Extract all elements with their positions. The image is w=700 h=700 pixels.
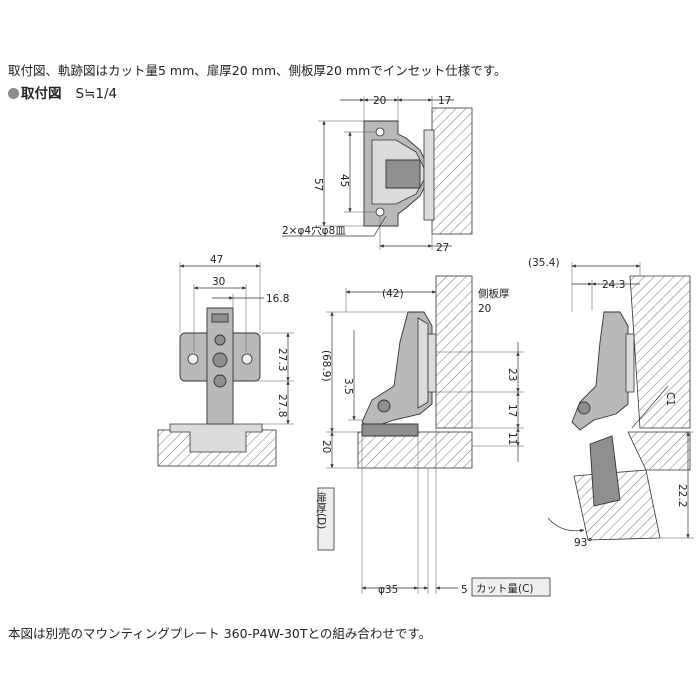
trajectory-side-panel [629,275,691,429]
top-view-holes-note: 2×φ4穴φ8皿 [282,224,346,237]
side-view-dim-20: 20 [320,440,332,453]
trajectory-dim-24-3: 24.3 [602,279,625,291]
trajectory-pivot [577,401,591,415]
front-view-dim-27-8: 27.8 [276,394,288,417]
front-view-dim-47: 47 [210,254,223,266]
front-view-cup-base [169,423,263,453]
scale-label: S≒1/4 [75,86,118,102]
front-view-hole-left [187,353,199,365]
side-view-arm-inner [417,317,429,409]
front-view-dim-30: 30 [212,276,225,288]
side-view: (42) 側板厚 20 (68.9) 3.5 20 23 17 11 [315,275,551,597]
top-view: 20 17 57 45 27 2×φ4穴φ8皿 [282,95,473,254]
side-view-side-panel-label: 側板厚 [478,287,510,300]
top-view-screw-hole-lower [375,207,385,217]
trajectory-dim-35-4: (35.4) [528,257,560,269]
front-view-adjust-screw [214,334,226,346]
bullet-icon [8,88,19,99]
top-view-dim-45: 45 [338,174,350,187]
trajectory-door-closed [627,431,691,471]
side-view-dim-17: 17 [506,404,518,417]
top-note: 取付図、軌跡図はカット量5 mm、扉厚20 mm、側板厚20 mmでインセット仕… [8,63,507,78]
side-view-dim-11: 11 [506,432,518,445]
side-view-dim-23: 23 [506,368,518,381]
side-view-dim-3-5: 3.5 [342,378,354,395]
top-view-dim-57: 57 [312,178,324,191]
top-view-dim-17: 17 [438,95,451,107]
trajectory-angle: 93° [574,537,593,549]
top-view-hinge-cup [385,159,421,189]
trajectory-view: (35.4) 24.3 C1 22.2 93° [528,257,694,549]
front-view-dim-27-3: 27.3 [276,348,288,371]
side-view-dim-5: 5 [461,584,468,596]
cut-amount-box [471,577,551,597]
cut-amount-label: カット量(C) [476,583,534,595]
side-view-cup [361,423,419,437]
front-view-dim-16-8: 16.8 [266,293,289,305]
trajectory-dim-22-2: 22.2 [676,484,688,507]
front-view-depth-screw [213,374,227,388]
front-view-hole-right [241,353,253,365]
front-view-center-screw [212,352,228,368]
bottom-note: 本図は別売のマウンティングプレート 360-P4W-30Tとの組み合わせです。 [8,626,432,641]
trajectory-mount-plate [625,333,635,393]
top-view-dim-27: 27 [436,242,449,254]
top-view-mount-plate [423,129,435,221]
front-view: 47 30 16.8 27.3 27.8 [157,254,294,467]
top-view-side-panel [431,107,473,235]
section-title: 取付図 S≒1/4 [8,82,117,102]
section-title-text: 取付図 [21,86,62,102]
trajectory-c1: C1 [664,392,676,406]
side-view-dim-42: (42) [382,288,404,300]
top-view-dim-20: 20 [373,95,386,107]
door-thickness-label: 扉厚(D) [315,491,327,529]
side-view-side-panel-value: 20 [478,303,491,315]
side-view-door [357,431,473,469]
trajectory-hinge-arm [571,311,629,431]
side-view-dim-35: φ35 [378,584,398,596]
side-view-pivot [377,399,391,413]
side-view-mount-plate [427,333,437,393]
side-view-dim-68-9: (68.9) [320,350,332,382]
door-thickness-box [317,487,335,551]
top-view-screw-hole-upper [375,127,385,137]
trajectory-cup-open [589,435,621,507]
front-view-arm-clip [211,313,229,323]
